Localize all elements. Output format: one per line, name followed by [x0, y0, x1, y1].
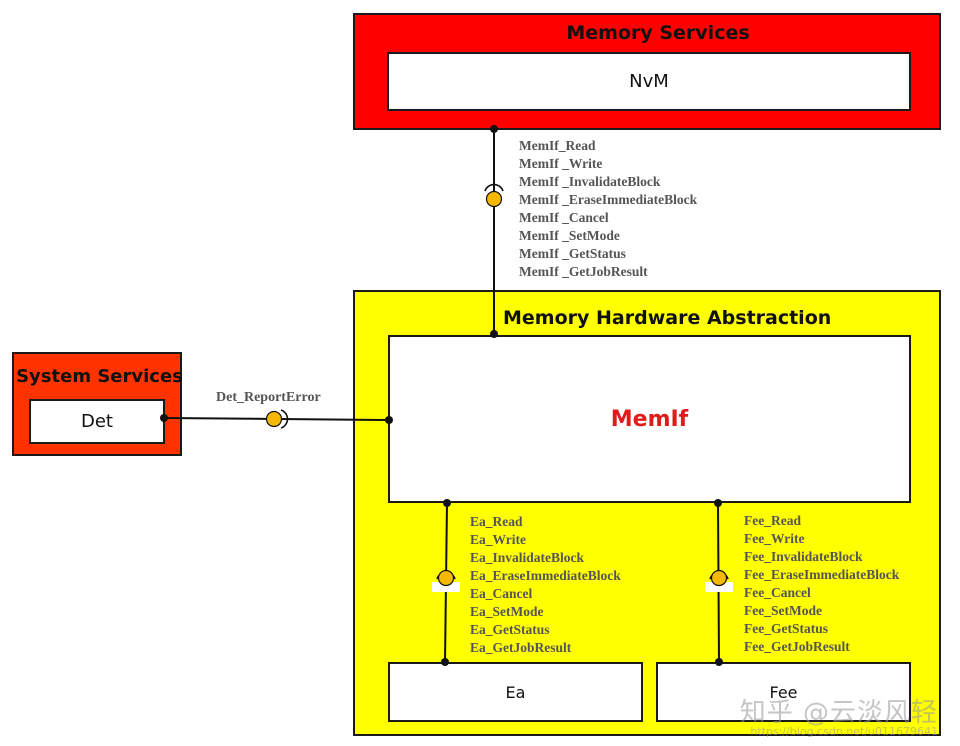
memif-top-connector-dot: [490, 330, 498, 338]
interface-function-item: Fee_GetJobResult: [744, 639, 850, 654]
watermark-url-text: https://blog.csdn.net/u011679641: [750, 725, 938, 738]
interface-function-item: Ea_Write: [470, 532, 526, 547]
ea-port-icon: [437, 569, 455, 587]
interface-function-item: Fee_SetMode: [744, 603, 822, 618]
fee-module[interactable]: Fee: [656, 662, 911, 722]
det-port-socket: [280, 409, 289, 429]
interface-function-item: MemIf _Cancel: [519, 210, 609, 225]
interface-function-item: Fee_EraseImmediateBlock: [744, 567, 900, 582]
memif-left-connector-dot: [385, 416, 393, 424]
det-connector-dot: [160, 414, 168, 422]
interface-function-item: MemIf _InvalidateBlock: [519, 174, 661, 189]
interface-function-item: MemIf _EraseImmediateBlock: [519, 192, 698, 207]
memory-services-title: Memory Services: [566, 22, 750, 44]
det-module-label: Det: [81, 411, 113, 432]
det-module[interactable]: Det: [29, 399, 165, 444]
interface-function-item: Fee_Read: [744, 513, 801, 528]
memif-ea-top-dot: [443, 499, 451, 507]
interface-function-item: MemIf_Read: [519, 138, 596, 153]
interface-function-item: Fee_GetStatus: [744, 621, 828, 636]
interface-function-item: Ea_Read: [470, 514, 523, 529]
fee-port-highlight: [705, 582, 733, 592]
interface-function-item: Ea_Cancel: [470, 586, 533, 601]
ea-module-label: Ea: [505, 682, 526, 702]
memif-module[interactable]: MemIf: [388, 335, 911, 503]
interface-function-item: Fee_Write: [744, 531, 805, 546]
ea-module[interactable]: Ea: [388, 662, 643, 722]
hw-abstraction-title: Memory Hardware Abstraction: [503, 307, 832, 329]
memif-fee-top-dot: [714, 499, 722, 507]
ea-port-highlight: [432, 582, 460, 592]
watermark-main-text: 知乎 @云淡风轻: [739, 698, 938, 728]
fee-module-label: Fee: [769, 682, 798, 702]
memif-module-label: MemIf: [610, 406, 689, 432]
interface-function-item: MemIf _Write: [519, 156, 603, 171]
interface-function-item: Fee_Cancel: [744, 585, 811, 600]
interface-function-item: MemIf _SetMode: [519, 228, 620, 243]
system-services-title: System Services: [16, 366, 183, 387]
memif-port-icon: [485, 190, 503, 208]
interface-function-item: Ea_SetMode: [470, 604, 544, 619]
ea-connector-dot: [441, 658, 449, 666]
interface-function-item: Ea_InvalidateBlock: [470, 550, 585, 565]
interface-function-item: Ea_GetJobResult: [470, 640, 572, 655]
interface-function-item: MemIf _GetStatus: [519, 246, 626, 261]
interface-function-item: Ea_GetStatus: [470, 622, 550, 637]
interface-function-item: Ea_EraseImmediateBlock: [470, 568, 621, 583]
fee-connector-dot: [715, 658, 723, 666]
det-port-icon: [265, 410, 283, 428]
nvm-module-label: NvM: [629, 71, 669, 92]
watermark: 知乎 @云淡风轻 https://blog.csdn.net/u01167964…: [740, 692, 938, 738]
interface-function-item: MemIf _GetJobResult: [519, 264, 648, 279]
det-report-error-label: Det_ReportError: [216, 390, 321, 405]
interface-function-item: Fee_InvalidateBlock: [744, 549, 863, 564]
fee-port-icon: [710, 569, 728, 587]
nvm-connector-dot: [490, 125, 498, 133]
memif-port-socket: [484, 183, 504, 192]
nvm-module[interactable]: NvM: [387, 52, 911, 111]
